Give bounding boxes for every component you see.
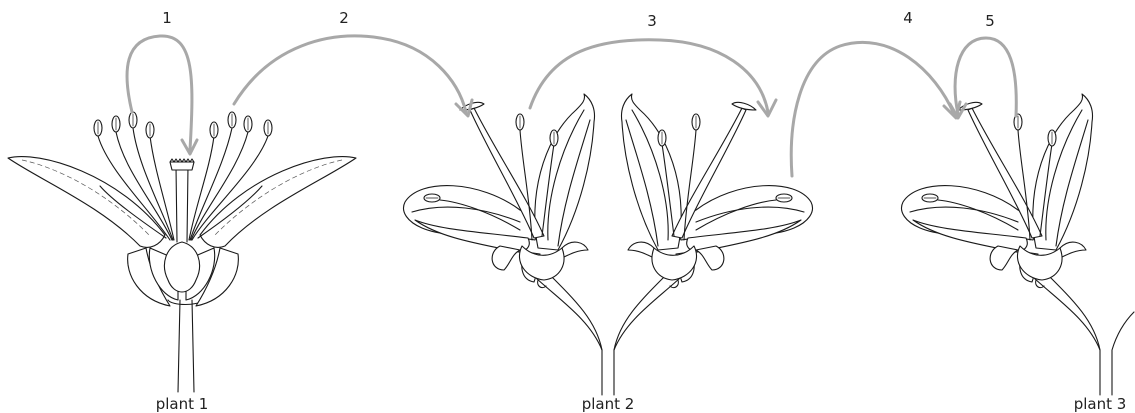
- arrow-1-label: 1: [162, 9, 172, 27]
- arrow-4: [791, 42, 960, 176]
- plant-2-right-flower: [621, 94, 812, 288]
- plant-2-label: plant 2: [582, 395, 635, 413]
- arrow-1: [127, 36, 197, 154]
- plant-1-label: plant 1: [156, 395, 209, 413]
- plant-3-flower: [902, 94, 1134, 395]
- plant-2-flowers: [404, 94, 813, 395]
- arrow-4-label: 4: [903, 9, 913, 27]
- arrow-3-label: 3: [647, 12, 657, 30]
- plant-2-left-flower: [404, 94, 595, 288]
- plant-3-label: plant 3: [1074, 395, 1127, 413]
- arrow-2: [234, 36, 472, 116]
- arrow-5-label: 5: [985, 12, 995, 30]
- plant-1-flower: [8, 112, 356, 392]
- plant-3-left-flower: [902, 94, 1093, 288]
- arrow-2-label: 2: [339, 9, 349, 27]
